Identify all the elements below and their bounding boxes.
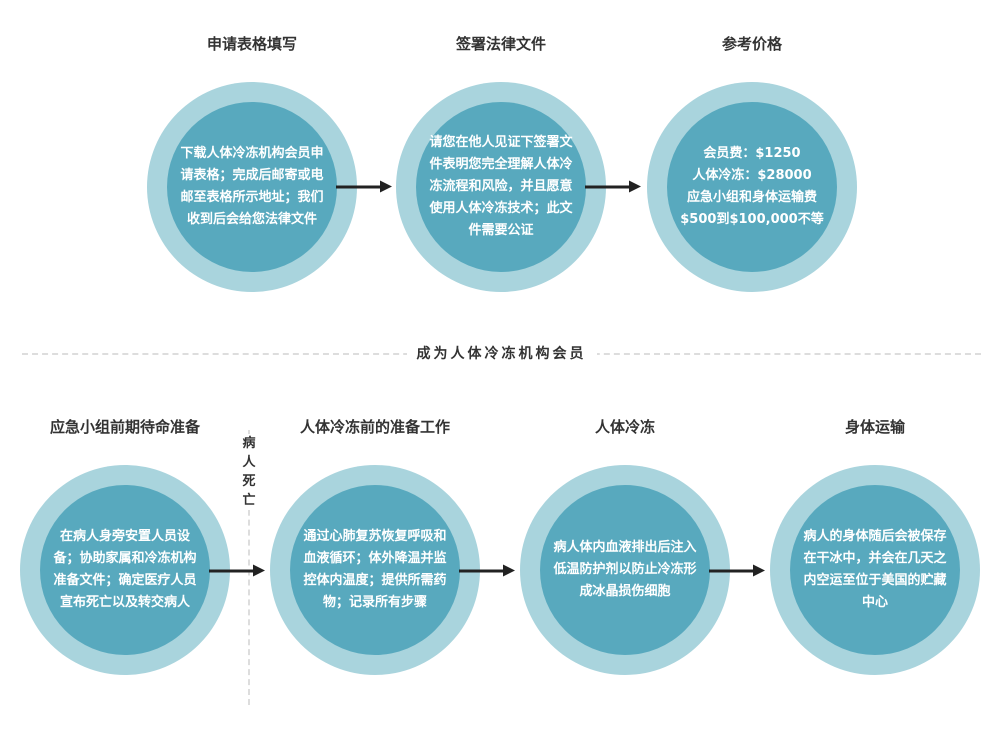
step-text-legal-docs: 请您在他人见证下签署文件表明您完全理解人体冷冻流程和风险，并且愿意使用人体冷冻技…: [429, 135, 573, 238]
step-title-preparation: 人体冷冻前的准备工作: [299, 418, 450, 436]
step-circle-legal-docs: 请您在他人见证下签署文件表明您完全理解人体冷冻流程和风险，并且愿意使用人体冷冻技…: [396, 82, 606, 292]
death-divider: [248, 430, 250, 705]
step-title-transport: 身体运输: [844, 418, 905, 436]
step-text-application: 下载人体冷冻机构会员申请表格；完成后邮寄或电邮至表格所示地址；我们收到后会给您法…: [180, 146, 324, 227]
step-text-transport: 病人的身体随后会被保存在干冰中，并会在几天之内空运至位于美国的贮藏中心: [803, 529, 947, 610]
price-cryo: 人体冷冻：$28000: [692, 168, 812, 183]
step-circle-preparation: 通过心肺复苏恢复呼吸和血液循环；体外降温并监控体内温度；提供所需药物；记录所有步…: [270, 465, 480, 675]
step-circle-application: 下载人体冷冻机构会员申请表格；完成后邮寄或电邮至表格所示地址；我们收到后会给您法…: [147, 82, 357, 292]
section-label: 成为人体冷冻机构会员: [406, 343, 597, 363]
step-circle-standby: 在病人身旁安置人员设备；协助家属和冷冻机构准备文件；确定医疗人员宣布死亡以及转交…: [20, 465, 230, 675]
step-circle-transport: 病人的身体随后会被保存在干冰中，并会在几天之内空运至位于美国的贮藏中心: [770, 465, 980, 675]
price-list: 会员费：$1250 人体冷冻：$28000 应急小组和身体运输费 $500到$1…: [677, 143, 827, 231]
step-title-price: 参考价格: [721, 35, 782, 53]
arrow-right-icon: [209, 564, 265, 577]
step-title-application: 申请表格填写: [206, 35, 297, 53]
price-membership: 会员费：$1250: [703, 146, 801, 161]
arrow-right-icon: [585, 180, 641, 193]
step-text-cryopreservation: 病人体内血液排出后注入低温防护剂以防止冷冻形成冰晶损伤细胞: [553, 540, 697, 599]
arrow-right-icon: [459, 564, 515, 577]
step-circle-cryopreservation: 病人体内血液排出后注入低温防护剂以防止冷冻形成冰晶损伤细胞: [520, 465, 730, 675]
death-label: 病人死亡: [240, 434, 258, 510]
arrow-right-icon: [336, 180, 392, 193]
step-text-standby: 在病人身旁安置人员设备；协助家属和冷冻机构准备文件；确定医疗人员宣布死亡以及转交…: [53, 529, 197, 610]
step-text-preparation: 通过心肺复苏恢复呼吸和血液循环；体外降温并监控体内温度；提供所需药物；记录所有步…: [303, 529, 447, 610]
step-title-cryopreservation: 人体冷冻: [594, 418, 655, 436]
price-transport-label: 应急小组和身体运输费: [686, 190, 817, 205]
step-title-legal-docs: 签署法律文件: [455, 35, 546, 53]
price-transport-range: $500到$100,000不等: [680, 212, 824, 227]
step-title-standby: 应急小组前期待命准备: [49, 418, 200, 436]
arrow-right-icon: [709, 564, 765, 577]
step-circle-price: 会员费：$1250 人体冷冻：$28000 应急小组和身体运输费 $500到$1…: [647, 82, 857, 292]
